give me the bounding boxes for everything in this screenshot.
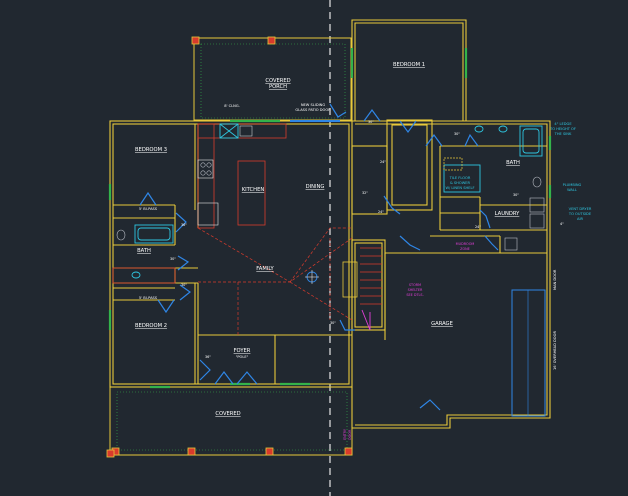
- bedroom1-label: BEDROOM 1: [393, 62, 425, 68]
- master-toilet: [532, 176, 542, 188]
- refrigerator: [197, 202, 219, 226]
- covered-patio: [109, 386, 353, 456]
- bathtub: [134, 224, 174, 244]
- closet-b2-note: 5' BI-PASS: [139, 296, 158, 300]
- ledge-note2: TO HEIGHT OF: [549, 127, 576, 131]
- shower: [519, 125, 543, 157]
- patio-column: [187, 447, 196, 456]
- tile-note1: TILE FLOOR: [449, 176, 471, 180]
- ledge-note1: 4" LEDGE: [554, 122, 572, 126]
- vent-note1: VENT DRYER: [569, 207, 592, 211]
- dim-label: 36": [205, 355, 211, 359]
- bath-label: BATH: [137, 248, 151, 254]
- dim-label: 30": [513, 193, 519, 197]
- dim-label: 24": [380, 160, 386, 164]
- foyer-sub-note: "POLE": [236, 355, 249, 359]
- covered-label: COVERED: [215, 411, 240, 417]
- laundry-label: LAUNDRY: [495, 211, 521, 217]
- mudroom-note1: MUDROOM: [456, 242, 475, 246]
- dim-label: 32": [362, 191, 368, 195]
- windows: [108, 48, 552, 389]
- dim-label: 24": [378, 210, 384, 214]
- porch-ceiling-note: 8' CLNG.: [224, 104, 240, 108]
- vent-note3: AIR: [577, 217, 584, 221]
- dim-label: 30": [368, 120, 374, 124]
- dim-label: 30": [330, 321, 336, 325]
- overhead-door-note: 16' OVERHEAD DOOR: [553, 331, 557, 370]
- closet-b3-note: 5' BI-PASS: [139, 207, 158, 211]
- sliding-door-note1: NEW SLIDING: [301, 103, 326, 107]
- foyer-label: FOYER: [234, 348, 251, 354]
- kitchen-cabinets: [197, 123, 287, 229]
- plumbing-note1: PLUMBING: [563, 183, 582, 187]
- porch-label-line2: PORCH: [269, 84, 287, 90]
- dim-label: 36": [181, 223, 187, 227]
- storm-note2: SHELTER: [408, 288, 423, 292]
- storm-note1: STORM: [409, 283, 421, 287]
- bedroom2-label: BEDROOM 2: [135, 323, 167, 329]
- toilet: [116, 229, 126, 241]
- dining-label: DINING: [306, 184, 325, 190]
- porch-label-line1: COVERED: [265, 78, 290, 84]
- dim-label: 24": [475, 225, 481, 229]
- dim-label: 4": [560, 222, 564, 226]
- mudroom-note2: ZONE: [460, 247, 470, 251]
- master-bath-label: BATH: [506, 160, 520, 166]
- washer: [529, 197, 545, 213]
- garage-label: GARAGE: [431, 321, 453, 327]
- entry-door-note2: DOOR: [348, 429, 352, 440]
- man-door-note: MAN DOOR: [553, 269, 557, 290]
- tile-note2: & SHOWER: [450, 181, 471, 185]
- patio-column: [265, 447, 274, 456]
- vent-note2: TO OUTSIDE: [568, 212, 592, 216]
- family-label: FAMILY: [256, 266, 274, 272]
- master-sink: [474, 125, 484, 133]
- ceiling-lines: [197, 227, 353, 335]
- kitchen-sink: [219, 123, 239, 139]
- dishwasher: [239, 125, 253, 137]
- water-heater: [504, 237, 518, 251]
- sliding-door-note2: GLASS PATIO DOOR: [295, 108, 331, 112]
- dryer: [529, 213, 545, 229]
- dim-label: 30": [454, 132, 460, 136]
- porch-column: [191, 36, 200, 45]
- kitchen-label: KITCHEN: [242, 187, 265, 193]
- vanity: [112, 267, 176, 284]
- dim-label: 30": [181, 283, 187, 287]
- porch-column: [267, 36, 276, 45]
- dim-label: 30": [170, 257, 176, 261]
- patio-column: [344, 447, 353, 456]
- ledge-note3: THE SINK: [554, 132, 572, 136]
- bedroom3-label: BEDROOM 3: [135, 147, 167, 153]
- range: [197, 159, 214, 179]
- master-sink: [498, 125, 508, 133]
- tile-note3: W/ LINEN SHELF: [445, 186, 474, 190]
- storm-note3: SEE DTLS.: [406, 293, 423, 297]
- doors: [139, 103, 499, 411]
- overhead-door: [511, 289, 546, 417]
- bath-fixtures: [112, 125, 545, 284]
- plumbing-note2: WALL: [567, 188, 577, 192]
- stairs: [342, 247, 382, 331]
- corner-post: [106, 449, 115, 458]
- ceiling-fan-icon: [305, 270, 319, 284]
- entry-door-note1: ENTRY: [343, 428, 347, 440]
- bath-sink: [131, 271, 141, 279]
